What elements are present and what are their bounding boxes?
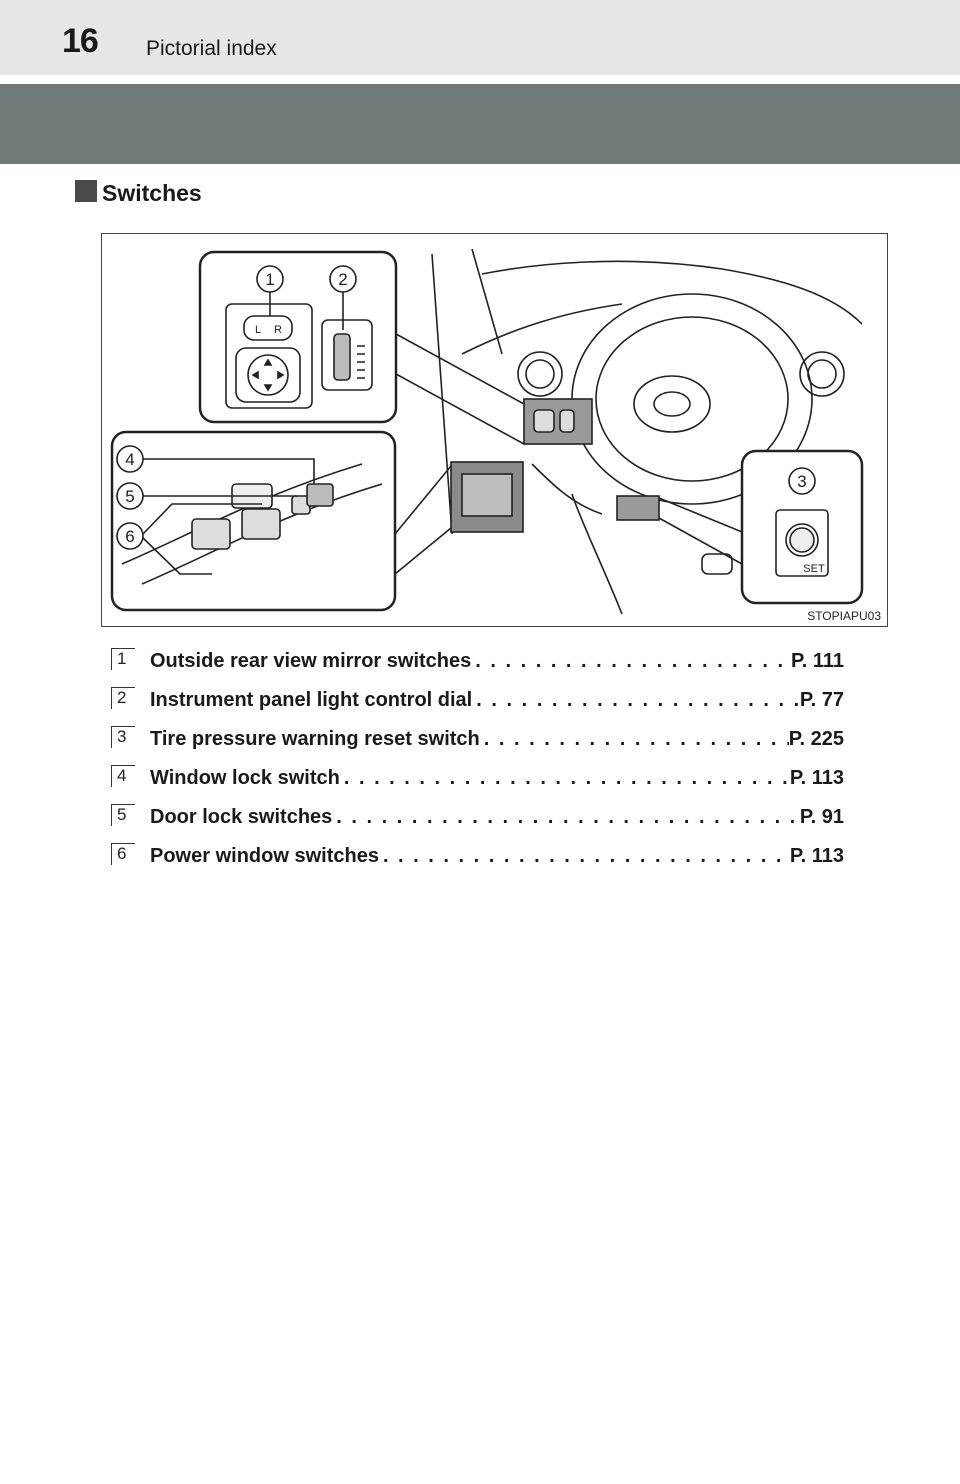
page-reference-link[interactable]: P. 113 [789,845,844,867]
leader-dots [340,767,790,790]
callout-1: 1 [265,270,274,289]
mirror-label-r: R [274,324,282,336]
page-reference-link[interactable]: P. 77 [799,689,844,711]
list-item: 3 Tire pressure warning reset switch P. 2… [108,723,848,762]
item-label: Door lock switches [150,806,333,828]
item-label: Power window switches [150,845,379,867]
figure-code: STOPIAPU03 [807,609,881,623]
switch-index-list: 1 Outside rear view mirror switches P. 11… [108,645,848,879]
leader-dots [379,845,790,868]
leader-dots [472,689,800,712]
mirror-label-l: L [255,324,261,336]
illustration-svg: 1 2 3 4 5 6 L R SET [110,248,864,615]
leader-dots [471,650,791,673]
leader-dots [480,728,789,751]
page-reference-link[interactable]: P. 111 [790,650,844,672]
page-number: 16 [62,22,99,60]
list-item: 4 Window lock switch P. 113 [108,762,848,801]
item-number-box: 4 [111,765,135,787]
page-reference-link[interactable]: P. 225 [788,728,844,750]
callout-3: 3 [797,472,806,491]
switches-illustration: 1 2 3 4 5 6 L R SET STOPIAPU03 [101,233,888,627]
item-number-box: 2 [111,687,135,709]
callout-6: 6 [125,527,134,546]
list-item: 1 Outside rear view mirror switches P. 11… [108,645,848,684]
item-label: Window lock switch [150,767,340,789]
list-item: 6 Power window switches P. 113 [108,840,848,879]
item-number-box: 6 [111,843,135,865]
tire-reset-inset [740,449,864,605]
item-label: Instrument panel light control dial [150,689,473,711]
page-reference-link[interactable]: P. 113 [789,767,844,789]
item-number-box: 3 [111,726,135,748]
reset-label: SET [803,563,825,575]
item-label: Tire pressure warning reset switch [150,728,480,750]
item-label: Outside rear view mirror switches [150,650,472,672]
item-number-box: 5 [111,804,135,826]
callout-5: 5 [125,487,134,506]
mirror-inset [198,250,398,424]
item-number-box: 1 [111,648,135,670]
list-item: 2 Instrument panel light control dial P. … [108,684,848,723]
header-band [0,0,960,75]
callout-4: 4 [125,450,134,469]
list-item: 5 Door lock switches P. 91 [108,801,848,840]
page-reference-link[interactable]: P. 91 [799,806,844,828]
decorative-band [0,84,960,164]
header-title: Pictorial index [146,37,277,60]
section-marker-icon [75,180,97,202]
callout-2: 2 [338,270,347,289]
leader-dots [332,806,800,829]
section-title: Switches [102,180,202,206]
